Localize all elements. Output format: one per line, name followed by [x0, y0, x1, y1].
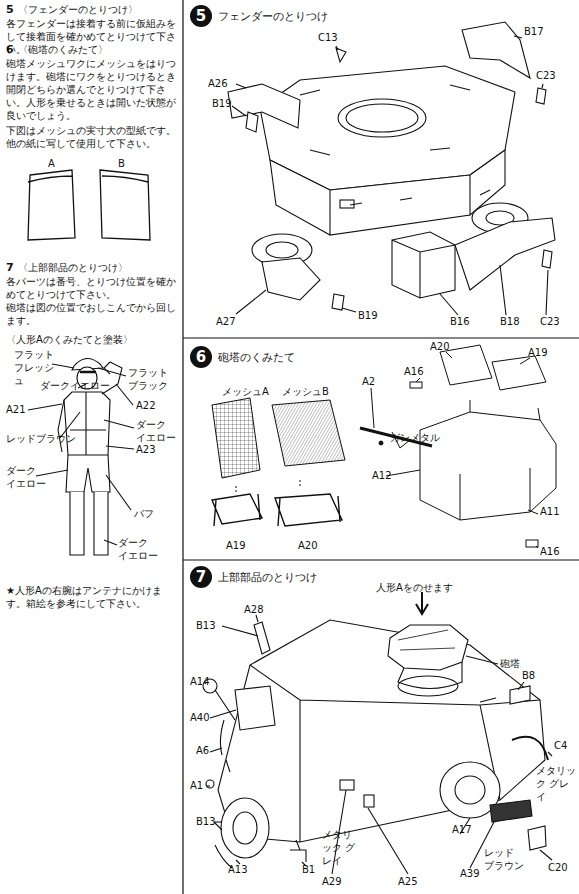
part-number: A21	[6, 404, 26, 416]
part-number: A19	[226, 540, 246, 552]
step-number: 5	[190, 5, 212, 27]
label-text: メッシュA	[222, 386, 269, 398]
part-number: A2	[362, 376, 375, 388]
label-text: レッドブラウン	[6, 433, 76, 445]
part-number: A29	[322, 876, 342, 888]
note-text: 砲塔メッシュワクにメッシュをはりつけます。砲塔にワクをとりつけるとき開閉どちらか…	[6, 57, 178, 122]
part-number: A1	[190, 780, 203, 792]
label-text: メッシュB	[282, 386, 329, 398]
label-text: 6	[6, 44, 14, 56]
part-number: A22	[136, 400, 156, 412]
part-number: A26	[208, 78, 228, 90]
note-text: レッド ブラウン	[484, 846, 524, 872]
part-number: A27	[216, 316, 236, 328]
label-text: 7	[6, 262, 14, 274]
part-number: A11	[540, 506, 560, 518]
note-text: 砲塔は図の位置でおしこんでから回します。	[6, 301, 178, 327]
label-text: 人形Aをのせます	[376, 582, 453, 594]
part-number: C4	[554, 740, 567, 752]
step-number: 7	[190, 566, 212, 588]
note-text: メタリック グレイ	[536, 764, 576, 803]
note-text: メタリック グレイ	[322, 828, 356, 867]
part-number: B1	[302, 864, 315, 876]
part-number: B16	[450, 316, 470, 328]
step-number: 6	[190, 346, 212, 368]
label-text: 〈上部部品のとりつけ〉	[18, 262, 128, 274]
step-heading: 6 砲塔のくみたて	[190, 346, 295, 368]
label-text: A	[48, 158, 55, 170]
part-number: B13	[196, 816, 216, 828]
step-title: 上部部品のとりつけ	[218, 570, 317, 585]
part-number: C23	[536, 70, 556, 82]
part-number: B13	[196, 620, 216, 632]
label-text: 5	[6, 4, 14, 16]
part-number: C23	[540, 316, 560, 328]
step-heading: 7 上部部品のとりつけ	[190, 566, 317, 588]
step-heading: 5 フェンダーのとりつけ	[190, 5, 328, 27]
label-text: 〈人形Aのくみたてと塗装〉	[6, 334, 133, 346]
note-text: ダーク イエロー	[6, 464, 46, 490]
part-number: C13	[318, 32, 338, 44]
note-text: フラット ブラック	[128, 366, 172, 392]
note-text: 各パーツは番号、とりつけ位置を確かめてとりつけて下さい。	[6, 275, 178, 301]
part-number: A13	[228, 864, 248, 876]
note-text: ダーク イエロー	[136, 418, 176, 444]
note-text: ダーク イエロー	[118, 536, 158, 562]
part-number: B19	[358, 310, 378, 322]
part-number: B19	[212, 98, 232, 110]
label-text: ガンメタル	[390, 432, 440, 444]
part-number: A20	[430, 341, 450, 353]
note-text: ★人形Aの右腕はアンテナにかけます。箱絵を参考にして下さい。	[6, 584, 178, 610]
part-number: A20	[298, 540, 318, 552]
label-text: ダークイエロー	[40, 380, 110, 392]
step-title: 砲塔のくみたて	[218, 350, 295, 365]
part-number: B8	[522, 670, 535, 682]
part-number: A23	[136, 444, 156, 456]
part-number: A14	[190, 676, 210, 688]
part-number: B18	[500, 316, 520, 328]
part-number: C20	[548, 862, 568, 874]
part-number: A39	[460, 868, 480, 880]
part-number: A16	[404, 366, 424, 378]
part-number: A17	[452, 824, 472, 836]
part-number: A16	[540, 546, 560, 558]
label-text: 〈フェンダーのとりつけ〉	[18, 4, 138, 16]
label-text: バフ	[134, 508, 154, 520]
part-number: A28	[244, 604, 264, 616]
part-number: A12	[372, 470, 392, 482]
part-number: A19	[528, 347, 548, 359]
label-text: 〈砲塔のくみたて〉	[18, 44, 108, 56]
step-title: フェンダーのとりつけ	[218, 9, 328, 24]
part-number: A25	[398, 876, 418, 888]
label-text: B	[118, 158, 125, 170]
part-number: A6	[196, 745, 209, 757]
part-number: B17	[524, 26, 544, 38]
label-text: 砲塔	[500, 658, 520, 670]
part-number: A40	[190, 712, 210, 724]
note-text: 下図はメッシュの実寸大の型紙です。他の紙に写して使用して下さい。	[6, 124, 178, 150]
